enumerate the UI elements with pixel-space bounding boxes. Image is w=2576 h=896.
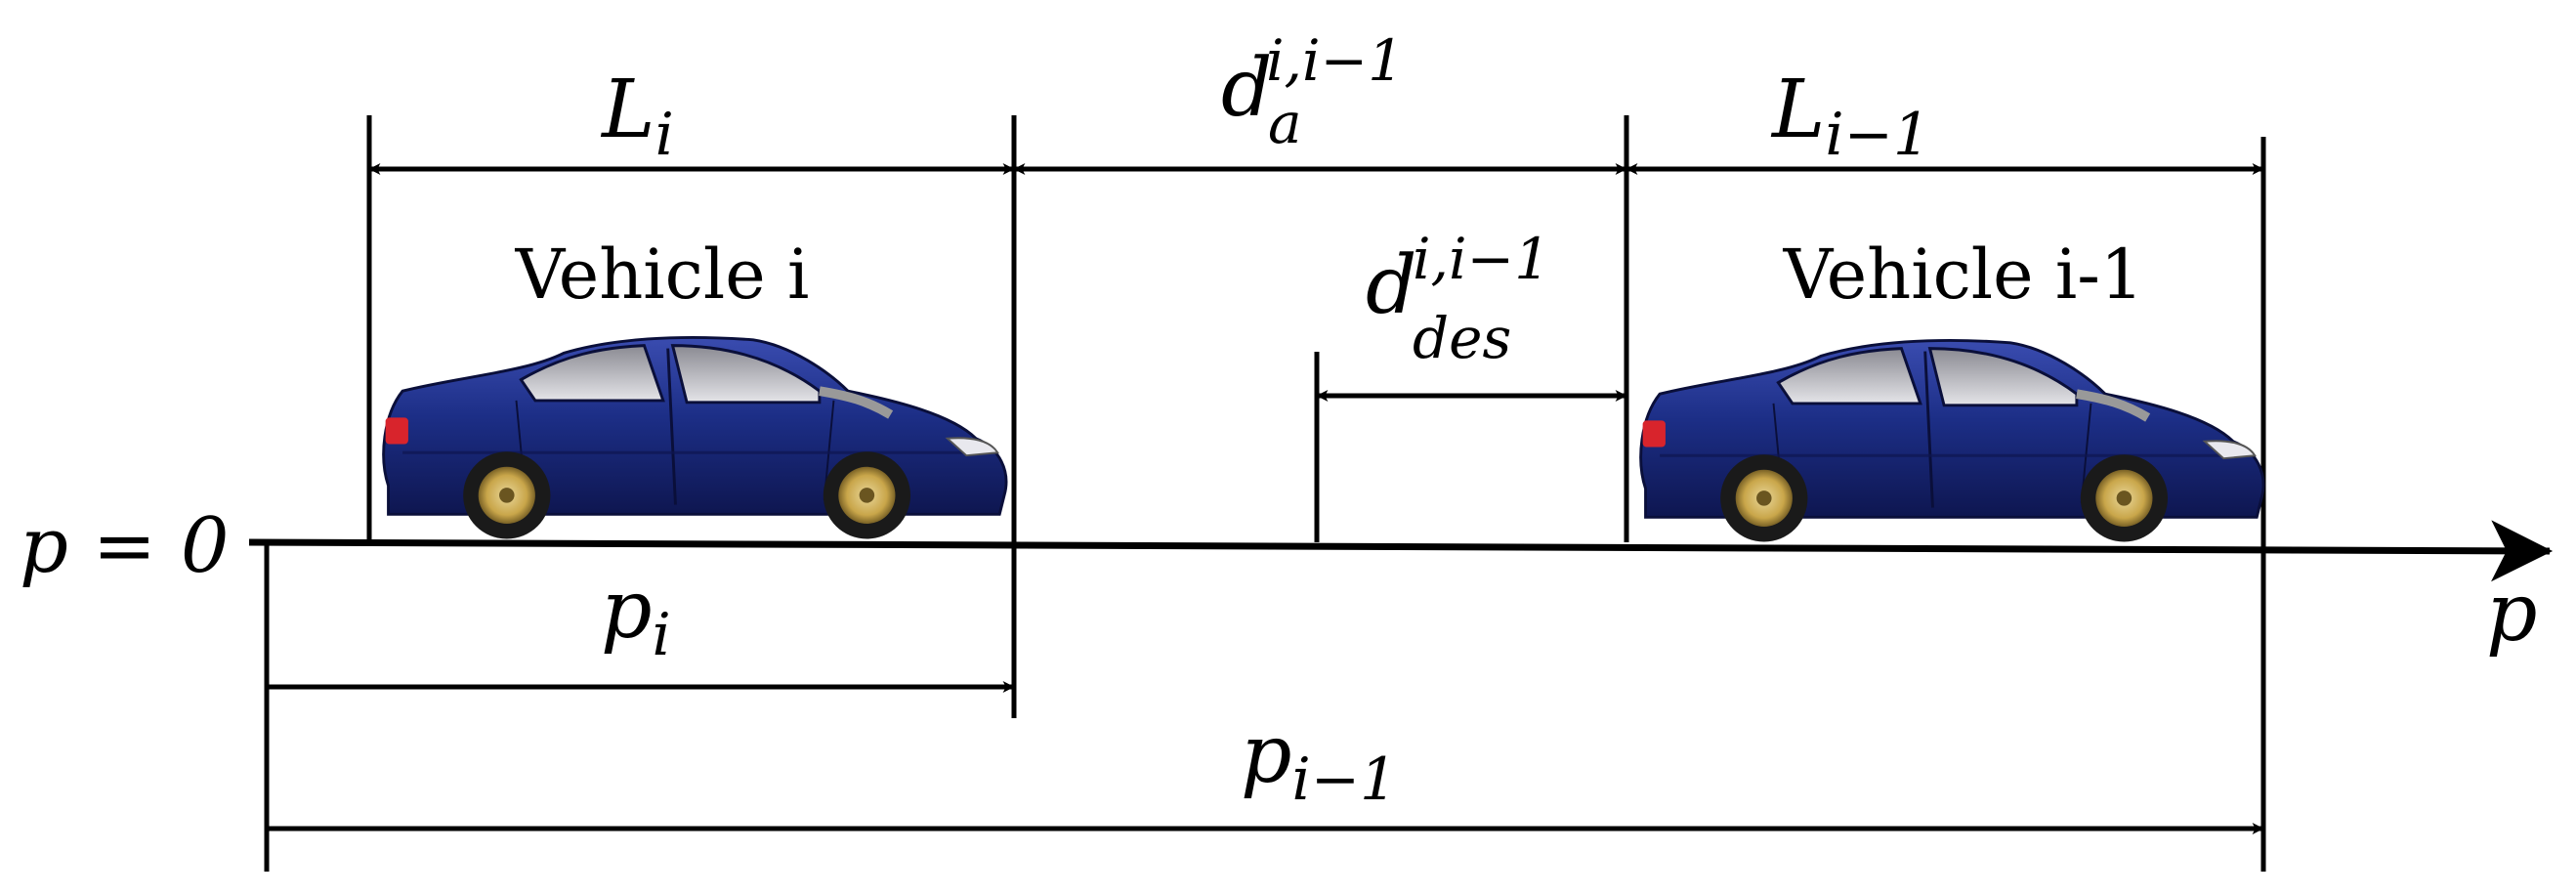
position-axis [248,520,2554,582]
label-d-des-sub: des [1413,305,1511,371]
label-p-i: pi [601,564,671,669]
car-icon [1641,340,2263,541]
axis-label: p [2486,567,2538,660]
vehicle-i-label: Vehicle i [515,235,810,315]
car-icon [384,337,1006,538]
label-L-prev: Li−1 [1770,64,1930,169]
label-d-des: d [1366,239,1417,332]
label-d-a-sup: i,i−1 [1266,27,1404,94]
label-d-a-sub: a [1268,90,1302,156]
label-p-prev: pi−1 [1241,708,1397,814]
label-d-des-sup: i,i−1 [1413,226,1550,292]
label-L-i: Li [600,64,674,169]
origin-label: p = 0 [20,502,230,590]
vehicle-prev-label: Vehicle i-1 [1783,235,2144,315]
label-d-a: d [1221,42,1273,135]
